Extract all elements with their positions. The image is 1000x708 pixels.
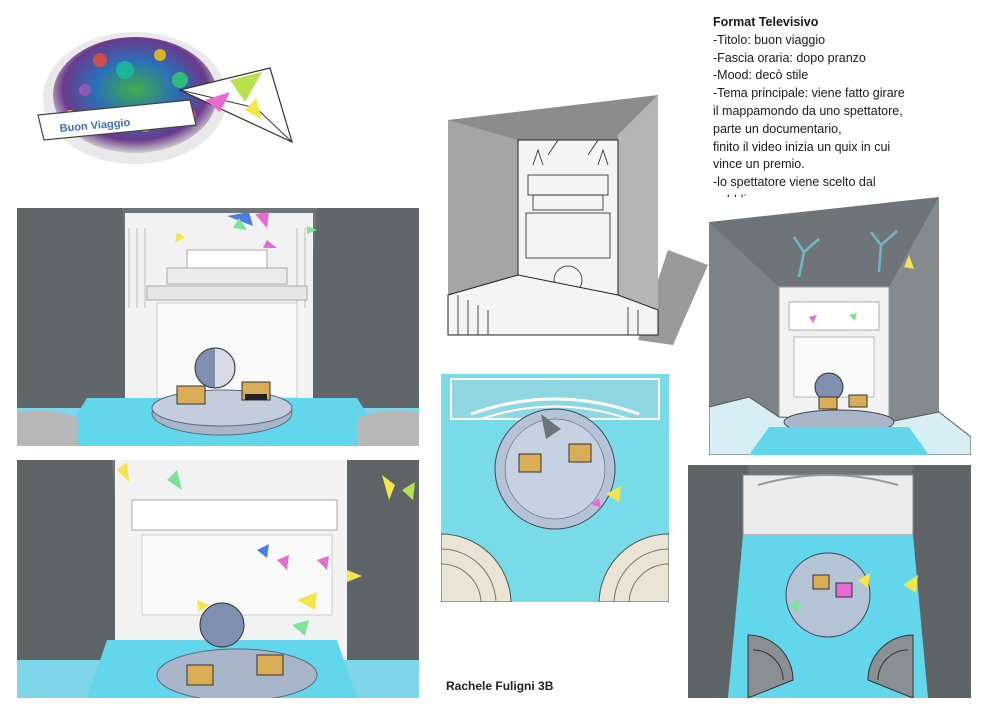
render-angle-graphic [17,460,419,698]
format-line: parte un documentario, [713,121,842,136]
format-line: vince un premio. [713,157,805,172]
render-perspective-sketch [438,95,708,350]
render-plan-graphic [441,374,669,602]
format-line: il mappamondo da uno spettatore, [713,103,903,118]
format-line: -lo spettatore viene scelto dal [713,175,876,190]
format-line: -Fascia oraria: dopo pranzo [713,50,866,65]
render-right-perspective [709,197,971,455]
format-line: -Titolo: buon viaggio [713,32,826,47]
render-right-graphic [709,197,971,455]
render-front-graphic [17,208,419,446]
render-top-angle-view [688,465,971,698]
render-perspective-graphic [438,95,708,350]
logo-globe: Buon Viaggio [30,20,295,170]
render-plan-view [441,374,669,602]
format-line: -Tema principale: viene fatto girare [713,86,905,101]
format-heading: Format Televisivo [713,15,819,29]
format-line: finito il video inizia un quix in cui [713,139,891,154]
render-top-angle-graphic [688,465,971,698]
render-front-angle-view [17,460,419,698]
render-front-view [17,208,419,446]
author-caption: Rachele Fuligni 3B [446,679,554,693]
format-description: Format Televisivo -Titolo: buon viaggio … [713,14,983,210]
format-line: -Mood: decò stile [713,68,809,83]
logo-graphic: Buon Viaggio [37,32,293,164]
